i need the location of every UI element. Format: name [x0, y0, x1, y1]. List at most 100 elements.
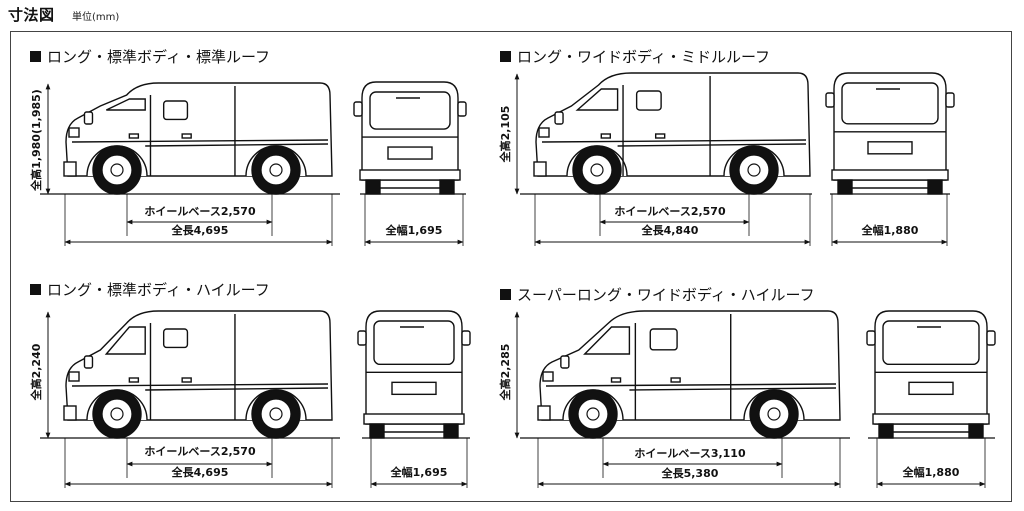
front-bumper: [537, 405, 551, 421]
right-mirror: [986, 330, 996, 346]
page-title: 寸法図: [8, 6, 55, 24]
rear-window: [369, 91, 451, 130]
headlight: [542, 371, 554, 382]
mirror: [554, 111, 564, 125]
width-label-1: 全幅1,695: [385, 223, 443, 237]
square-bullet-icon: [30, 284, 41, 295]
right-mirror: [457, 101, 467, 117]
rear-bumper: [359, 169, 461, 181]
height-label-1: 全高1,980(1,985): [29, 89, 43, 192]
wheelbase-label-4: ホイールベース3,110: [634, 447, 746, 460]
wheelbase-label-3: ホイールベース2,570: [144, 445, 256, 458]
left-rear-tire: [878, 423, 894, 439]
side-view-4: [537, 310, 841, 439]
door-handle: [600, 133, 611, 139]
rear-body: [874, 310, 988, 425]
section-title-1: ロング・標準ボディ・標準ルーフ: [30, 46, 270, 67]
height-label-4: 全高2,285: [498, 344, 512, 402]
wheel-hub: [747, 163, 761, 177]
wheel-hub: [269, 407, 283, 421]
license-plate: [387, 146, 433, 160]
section-title-2: ロング・ワイドボディ・ミドルルーフ: [500, 46, 770, 67]
length-label-2: 全長4,840: [641, 223, 699, 237]
left-mirror: [866, 330, 876, 346]
left-mirror: [825, 92, 835, 108]
door-handle: [128, 377, 140, 383]
license-plate: [908, 381, 954, 396]
width-label-2: 全幅1,880: [861, 223, 919, 237]
rear-body: [365, 310, 463, 425]
right-rear-tire: [439, 179, 455, 195]
rear-body: [361, 81, 459, 181]
side-molding: [145, 387, 329, 391]
mirror: [83, 111, 94, 125]
section-title-4: スーパーロング・ワイドボディ・ハイルーフ: [500, 284, 815, 305]
rear-view-2: [825, 72, 955, 195]
right-mirror: [945, 92, 955, 108]
right-mirror: [461, 330, 471, 346]
height-label-3: 全高2,240: [29, 343, 43, 401]
side-view-1: [63, 82, 333, 195]
door-handle: [610, 377, 622, 383]
width-label-4: 全幅1,880: [902, 465, 960, 479]
mirror: [560, 355, 570, 369]
side-molding: [617, 143, 807, 147]
headlight: [68, 127, 80, 138]
belt-line: [71, 383, 329, 387]
wheelbase-label-1: ホイールベース2,570: [144, 205, 256, 218]
front-bumper: [63, 405, 77, 421]
section-title-3: ロング・標準ボディ・ハイルーフ: [30, 279, 270, 300]
rear-window: [373, 320, 455, 366]
length-label-1: 全長4,695: [171, 223, 229, 237]
mirror: [83, 355, 94, 369]
rear-view-4: [866, 310, 996, 439]
slide-door-handle: [181, 377, 192, 383]
length-label-3: 全長4,695: [171, 465, 229, 479]
rear-bumper: [363, 413, 465, 425]
slide-door-handle: [654, 133, 666, 139]
wheel-hub: [110, 407, 124, 421]
headlight: [68, 371, 80, 382]
side-window: [649, 328, 678, 351]
slide-door-handle: [670, 377, 681, 383]
wheel-hub: [767, 407, 781, 421]
wheel-hub: [590, 163, 604, 177]
front-bumper: [533, 161, 547, 177]
unit-label: 単位(mm): [72, 12, 120, 23]
front-door-window: [575, 88, 619, 111]
right-rear-tire: [927, 179, 943, 195]
rear-view-1: [353, 81, 467, 195]
front-door-window: [104, 326, 146, 355]
left-rear-tire: [837, 179, 853, 195]
diagram-frame: [10, 31, 1012, 502]
side-window: [635, 90, 662, 111]
rear-window: [882, 320, 980, 366]
rear-window: [841, 82, 939, 125]
side-window: [162, 100, 189, 121]
license-plate: [391, 381, 437, 396]
wheel-hub: [586, 407, 600, 421]
width-label-3: 全幅1,695: [390, 465, 448, 479]
rear-bumper: [872, 413, 990, 425]
belt-line: [71, 139, 329, 143]
left-mirror: [357, 330, 367, 346]
door-handle: [128, 133, 140, 139]
side-molding: [145, 143, 329, 147]
side-view-2: [533, 72, 811, 195]
wheel-hub: [110, 163, 124, 177]
headlight: [538, 127, 550, 138]
left-rear-tire: [365, 179, 381, 195]
front-door-window: [106, 98, 146, 111]
wheel-hub: [269, 163, 283, 177]
height-label-2: 全高2,105: [498, 106, 512, 164]
square-bullet-icon: [30, 51, 41, 62]
side-view-3: [63, 310, 333, 439]
side-molding: [629, 387, 837, 391]
length-label-4: 全長5,380: [661, 466, 719, 480]
right-rear-tire: [443, 423, 459, 439]
rear-bumper: [831, 169, 949, 181]
wheelbase-label-2: ホイールベース2,570: [614, 205, 726, 218]
left-rear-tire: [369, 423, 385, 439]
square-bullet-icon: [500, 51, 511, 62]
